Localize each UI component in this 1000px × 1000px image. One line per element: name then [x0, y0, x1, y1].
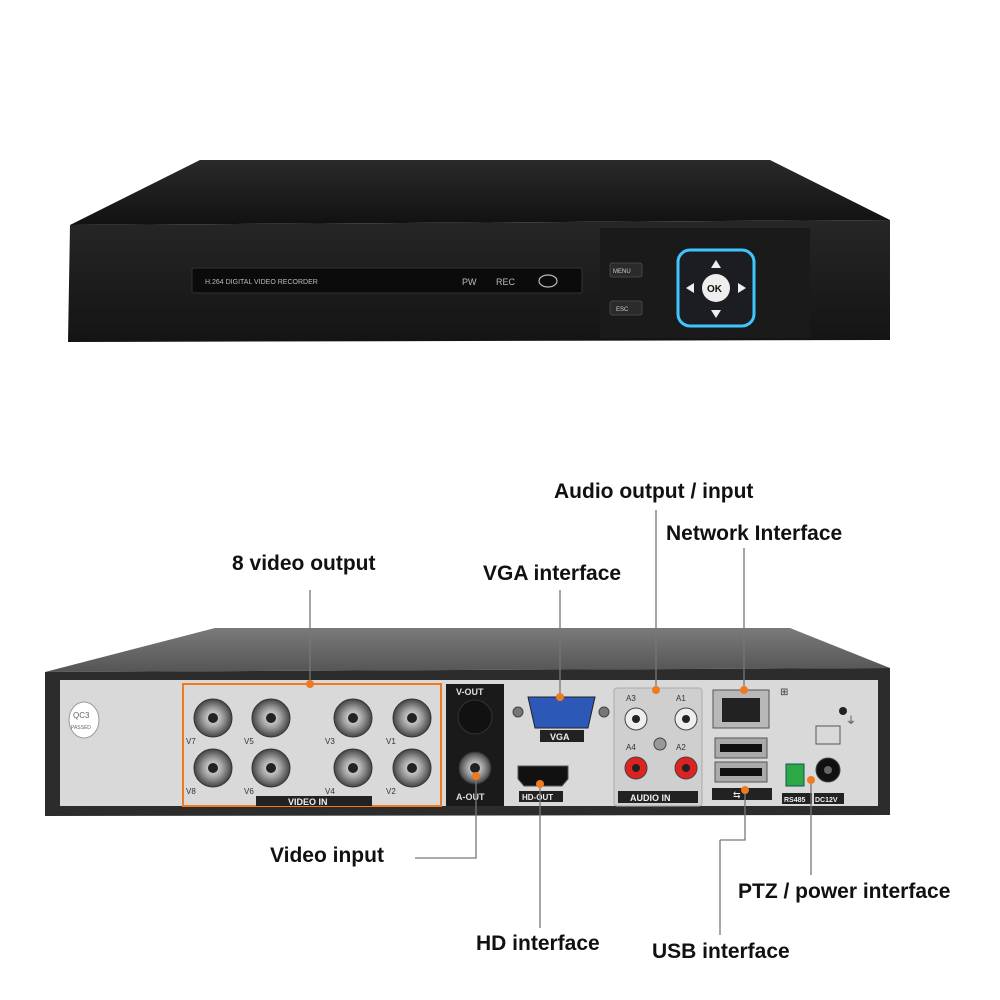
audio-label: A3 — [626, 694, 636, 703]
channel-label: V7 — [186, 737, 196, 746]
callout-audio: Audio output / input — [554, 480, 754, 503]
audio-label: A2 — [676, 743, 686, 752]
menu-button[interactable] — [609, 262, 643, 278]
vga-label: VGA — [550, 732, 570, 742]
hdmi-port[interactable] — [517, 765, 569, 787]
a-out-label: A-OUT — [456, 792, 485, 802]
hd-out-label: HD-OUT — [522, 793, 553, 802]
brand-logo-icon — [538, 274, 558, 288]
qc-label: QC3 — [73, 711, 90, 720]
video-in-label: VIDEO IN — [288, 797, 328, 807]
channel-label: V3 — [325, 737, 335, 746]
rec-label: REC — [496, 277, 516, 287]
callout-usb: USB interface — [652, 940, 790, 963]
fan-vent — [815, 725, 841, 745]
channel-label: V5 — [244, 737, 254, 746]
callout-hd: HD interface — [476, 932, 600, 955]
network-symbol-icon: ⊞ — [780, 687, 788, 698]
qc-sub-label: PASSED — [71, 725, 91, 731]
v-out-connector[interactable] — [457, 699, 493, 735]
arrow-up-icon[interactable] — [711, 260, 721, 268]
callout-dots — [306, 680, 815, 794]
arrow-down-icon[interactable] — [711, 310, 721, 318]
dvr-front-view: H.264 DIGITAL VIDEO RECORDER PW REC MENU… — [68, 160, 890, 342]
front-top-surface — [70, 160, 890, 225]
audio-label: A4 — [626, 743, 636, 752]
arrow-left-icon[interactable] — [686, 283, 694, 293]
rear-top-surface — [45, 628, 890, 672]
usb-symbol-icon: ⇆ — [733, 790, 741, 800]
vga-port[interactable] — [527, 696, 596, 729]
ground-symbol-icon: ⏚ — [846, 715, 856, 727]
ok-label: OK — [707, 284, 723, 295]
callout-network: Network Interface — [666, 522, 843, 545]
indicator-dot — [839, 707, 847, 715]
callout-video-output: 8 video output — [232, 552, 376, 575]
esc-label: ESC — [616, 307, 629, 313]
ground-screw-icon — [653, 737, 667, 751]
callout-ptz-power: PTZ / power interface — [738, 880, 951, 903]
esc-button[interactable] — [609, 300, 643, 316]
qc-sticker — [68, 701, 100, 739]
rs485-label: RS485 — [784, 797, 806, 804]
callout-lines — [309, 510, 812, 935]
pw-label: PW — [462, 277, 477, 287]
arrow-right-icon[interactable] — [738, 283, 746, 293]
channel-label: V6 — [244, 787, 254, 796]
display-window — [191, 267, 583, 294]
channel-label: V2 — [386, 787, 396, 796]
channel-label: V1 — [386, 737, 396, 746]
menu-label: MENU — [613, 269, 631, 275]
bnc-connectors — [193, 698, 432, 788]
dc-label: DC12V — [815, 797, 838, 804]
model-label: H.264 DIGITAL VIDEO RECORDER — [205, 279, 318, 286]
callout-vga: VGA interface — [483, 562, 622, 585]
callout-video-input: Video input — [270, 844, 384, 867]
rs485-terminal[interactable] — [785, 763, 805, 787]
audio-label: A1 — [676, 694, 686, 703]
channel-label: V8 — [186, 787, 196, 796]
audio-in-label: AUDIO IN — [630, 793, 671, 803]
ok-button[interactable] — [702, 274, 730, 302]
channel-label: V4 — [325, 787, 335, 796]
v-out-label: V-OUT — [456, 687, 484, 697]
